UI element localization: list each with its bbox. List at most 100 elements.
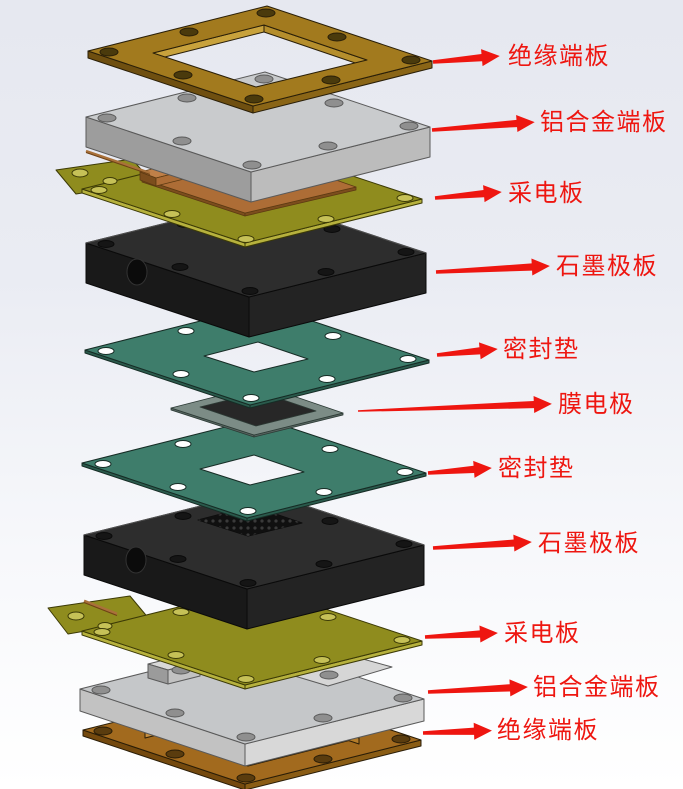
label-sealing-gasket-upper: 密封垫 bbox=[503, 336, 580, 363]
bolt-hole bbox=[94, 460, 112, 468]
bolt-hole bbox=[179, 27, 199, 37]
bolt-hole bbox=[256, 8, 276, 18]
leader-arrow bbox=[432, 49, 500, 67]
bolt-hole bbox=[242, 160, 262, 170]
current-collector-plate-bottom bbox=[47, 586, 423, 690]
bolt-hole bbox=[317, 215, 335, 223]
bolt-hole bbox=[321, 445, 339, 453]
label-current-collector-top: 采电板 bbox=[508, 180, 585, 207]
label-aluminum-end-plate-bottom: 铝合金端板 bbox=[533, 674, 661, 701]
bolt-hole bbox=[401, 55, 421, 65]
bolt-hole bbox=[172, 370, 190, 378]
bolt-hole bbox=[99, 47, 119, 57]
bolt-hole bbox=[97, 347, 115, 355]
aluminum-end-plate-top bbox=[85, 71, 431, 203]
bolt-hole bbox=[95, 532, 113, 540]
bolt-hole bbox=[244, 94, 264, 104]
leader-arrow bbox=[422, 722, 492, 740]
bolt-hole bbox=[242, 394, 260, 402]
arrow-shape bbox=[431, 115, 535, 132]
aluminum-end-plate-bottom bbox=[79, 643, 425, 767]
sealing-gasket-lower bbox=[81, 417, 427, 522]
bolt-hole bbox=[324, 98, 344, 108]
bolt-hole bbox=[319, 670, 339, 680]
copper-lead-wire-shadow bbox=[83, 602, 118, 616]
copper-lead-wire-shadow bbox=[85, 152, 151, 175]
bolt-hole bbox=[319, 613, 337, 621]
bolt-hole bbox=[393, 693, 413, 703]
arrow-shape bbox=[436, 342, 498, 360]
gasket-top-face bbox=[81, 417, 427, 519]
bolt-hole bbox=[327, 32, 347, 42]
port-hole bbox=[125, 546, 147, 574]
tab-hole bbox=[67, 611, 85, 621]
leader-arrow bbox=[427, 460, 492, 478]
arrow-shape bbox=[434, 185, 502, 203]
bolt-hole bbox=[163, 210, 181, 218]
bolt-hole bbox=[318, 141, 338, 151]
leader-arrow bbox=[432, 534, 532, 552]
tab-hole bbox=[102, 177, 118, 185]
bolt-hole bbox=[254, 74, 274, 84]
label-insulating-end-plate-bottom: 绝缘端板 bbox=[497, 717, 599, 744]
bolt-hole bbox=[173, 70, 193, 80]
bolt-hole bbox=[237, 675, 255, 683]
bolt-hole bbox=[97, 240, 115, 248]
bolt-hole bbox=[396, 468, 414, 476]
bolt-hole bbox=[321, 517, 339, 525]
bolt-hole bbox=[90, 186, 108, 194]
label-graphite-plate-top: 石墨极板 bbox=[556, 253, 658, 280]
label-graphite-plate-bottom: 石墨极板 bbox=[538, 530, 640, 557]
bolt-hole bbox=[241, 287, 259, 295]
bolt-hole bbox=[321, 75, 341, 85]
bolt-hole bbox=[177, 327, 195, 335]
bolt-hole bbox=[239, 579, 257, 587]
bolt-hole bbox=[391, 734, 411, 744]
arrow-shape bbox=[432, 534, 532, 552]
bolt-hole bbox=[396, 194, 414, 202]
label-current-collector-bottom: 采电板 bbox=[504, 620, 581, 647]
bolt-hole bbox=[172, 608, 190, 616]
bolt-hole bbox=[239, 507, 257, 515]
label-membrane-electrode: 膜电极 bbox=[558, 391, 635, 418]
bolt-hole bbox=[93, 726, 113, 736]
leader-arrow bbox=[431, 115, 535, 132]
port-hole bbox=[126, 258, 148, 286]
graphite-plate-bottom bbox=[83, 490, 425, 630]
bolt-hole bbox=[93, 628, 111, 636]
bolt-hole bbox=[165, 749, 185, 759]
leader-arrow bbox=[435, 258, 550, 276]
arrow-shape bbox=[424, 625, 498, 643]
copper-lead-wire bbox=[83, 599, 118, 616]
bolt-hole bbox=[91, 685, 111, 695]
bolt-hole bbox=[397, 248, 415, 256]
bolt-hole bbox=[395, 540, 413, 548]
bolt-hole bbox=[177, 93, 197, 103]
bolt-hole bbox=[313, 656, 331, 664]
bolt-hole bbox=[317, 268, 335, 276]
bolt-hole bbox=[313, 754, 333, 764]
bolt-hole bbox=[318, 375, 336, 383]
leader-arrow bbox=[434, 185, 502, 203]
callout-labels: 绝缘端板 铝合金端板 采电板 石墨极板 密封垫 膜电极 密封垫 石墨极板 采电板… bbox=[497, 43, 666, 744]
bolt-hole bbox=[174, 440, 192, 448]
tab-hole bbox=[71, 168, 89, 178]
insulating-end-plate-top bbox=[87, 5, 433, 114]
leader-arrow bbox=[424, 625, 498, 643]
bolt-hole bbox=[236, 732, 256, 742]
bolt-hole bbox=[315, 488, 333, 496]
bolt-hole bbox=[167, 651, 185, 659]
leader-arrow bbox=[436, 342, 498, 360]
bolt-hole bbox=[399, 121, 419, 131]
copper-lead-wire bbox=[85, 149, 151, 175]
bolt-hole bbox=[165, 708, 185, 718]
bolt-hole bbox=[237, 235, 255, 243]
bolt-hole bbox=[97, 113, 117, 123]
bolt-hole bbox=[169, 483, 187, 491]
arrow-shape bbox=[435, 258, 550, 276]
arrow-shape bbox=[427, 679, 528, 697]
label-insulating-end-plate-top: 绝缘端板 bbox=[508, 43, 610, 70]
arrow-shape bbox=[432, 49, 500, 67]
bolt-hole bbox=[315, 560, 333, 568]
